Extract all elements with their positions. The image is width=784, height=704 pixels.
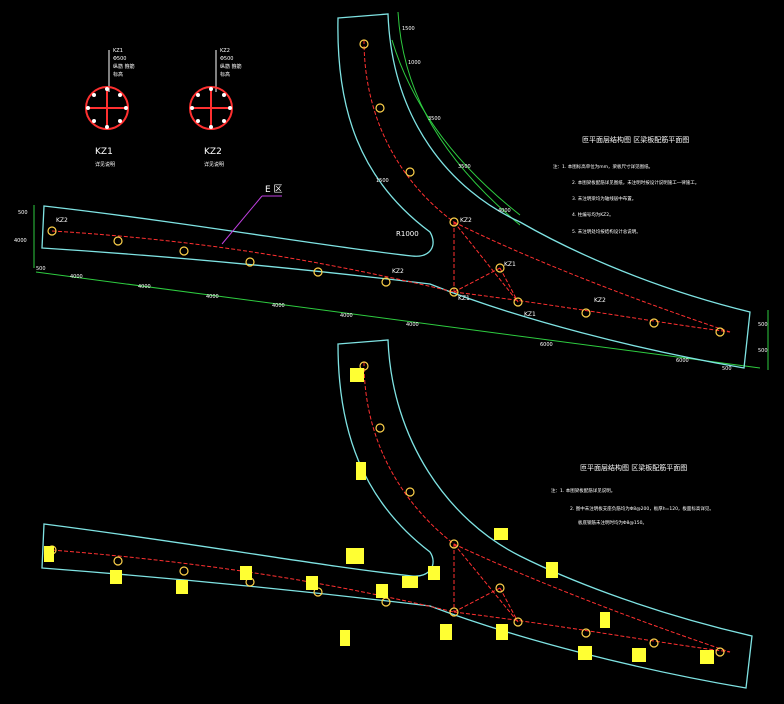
kz1-spec-2: Φ500	[113, 56, 126, 62]
top-dim-ramp-3: 3500	[458, 164, 471, 170]
top-plan-notes: 注：1. 本图标高单位为mm，梁板尺寸详见图纸。 2. 本图梁板配筋详见图纸，未…	[553, 163, 699, 235]
kz1-spec-1: KZ1	[113, 48, 123, 54]
kz2-label: KZ2	[204, 147, 222, 157]
top-note-1: 注：1. 本图标高单位为mm，梁板尺寸详见图纸。	[553, 163, 653, 170]
top-dim-b-1: 4000	[70, 274, 83, 280]
kz1-label: KZ1	[95, 147, 113, 157]
bottom-plan-notes: 注：1. 本图梁板配筋详见说明。 2. 图中未注明板支座负筋均为Φ8@200，板…	[551, 487, 714, 526]
top-note-2: 2. 本图梁板配筋详见图纸，未注明时按设计说明施工一律施工。	[572, 179, 699, 186]
top-slab-outline	[41, 13, 751, 369]
kz2-spec-2: Φ500	[220, 56, 233, 62]
kz1-spec-4: 标高	[113, 71, 123, 78]
top-dim-r-1: 500	[758, 348, 768, 354]
top-dim-b-6: 4000	[406, 322, 419, 328]
top-dim-ramp-1: 1000	[408, 60, 421, 66]
top-plan-beams	[51, 39, 731, 333]
top-dim-b-8: 6000	[676, 358, 689, 364]
bottom-plan: 匝平面层结构图 区梁板配筋平面图 注：1. 本图梁板配筋详见说明。 2. 图中未…	[41, 339, 753, 689]
bottom-note-3: 板底钢筋未注明时均为Φ8@150。	[578, 519, 647, 526]
top-col-tag-7: KZ2	[594, 297, 606, 304]
top-col-tag-1: KZ2	[56, 217, 68, 224]
top-bottom-dim-labels: 500 4000 4000 4000 4000 4000 4000 6000 6…	[14, 26, 768, 372]
kz2-caption: 详见说明	[204, 161, 224, 168]
bottom-note-1: 注：1. 本图梁板配筋详见说明。	[551, 487, 615, 494]
top-col-tag-6: KZ1	[524, 311, 536, 318]
bottom-plan-title: 匝平面层结构图 区梁板配筋平面图	[580, 463, 687, 472]
kz2-spec-3: 纵筋 箍筋	[220, 63, 242, 70]
top-dim-b-9: 500	[722, 366, 732, 372]
top-plan-title: 匝平面层结构图 区梁板配筋平面图	[582, 135, 689, 144]
top-col-tag-4: KZ1	[504, 261, 516, 268]
kz2-spec-1: KZ2	[220, 48, 230, 54]
zone-label: E 区	[265, 184, 283, 195]
top-dim-b-4: 4000	[272, 303, 285, 309]
kz2-spec-4: 标高	[220, 71, 230, 78]
top-col-tag-2: KZ2	[392, 268, 404, 275]
top-dim-ramp-5: 1500	[376, 178, 389, 184]
top-col-tag-3: KZ2	[460, 217, 472, 224]
bottom-plan-beams	[51, 361, 731, 653]
top-dim-ramp-2: 3500	[428, 116, 441, 122]
top-dim-l-1: 4000	[14, 238, 27, 244]
top-dim-b-2: 4000	[138, 284, 151, 290]
top-plan-dimensions	[33, 11, 769, 370]
bottom-note-2: 2. 图中未注明板支座负筋均为Φ8@200，板厚h=120，板面标高详见。	[570, 505, 714, 512]
top-dim-b-7: 6000	[540, 342, 553, 348]
top-plan: E 区 R1000 KZ2 KZ2 KZ2 KZ1 KZ1 KZ1 KZ2 50…	[14, 11, 769, 372]
top-dim-b-3: 4000	[206, 294, 219, 300]
top-dim-b-5: 4000	[340, 313, 353, 319]
kz1-spec-3: 纵筋 箍筋	[113, 63, 135, 70]
top-dim-ramp-4: 4000	[498, 208, 511, 214]
top-dim-r-0: 500	[758, 322, 768, 328]
column-detail-kz1: KZ1 Φ500 纵筋 箍筋 标高 KZ1 详见说明	[85, 48, 135, 168]
radius-label: R1000	[396, 230, 419, 238]
zone-leader	[221, 195, 263, 245]
top-dim-ramp-0: 1500	[402, 26, 415, 32]
top-note-5: 5. 未注明处均按结构设计总说明。	[572, 228, 641, 235]
top-dim-l-0: 500	[18, 210, 28, 216]
top-plan-columns	[47, 39, 725, 337]
top-note-3: 3. 未注明梁均为轴线居中布置。	[572, 195, 636, 202]
kz1-caption: 详见说明	[95, 161, 115, 168]
top-dim-b-0: 500	[36, 266, 46, 272]
top-col-tag-5: KZ1	[458, 295, 470, 302]
top-note-4: 4. 柱编号均为KZ2。	[572, 211, 614, 218]
bottom-plan-annotations	[44, 368, 714, 664]
column-detail-kz2: KZ2 Φ500 纵筋 箍筋 标高 KZ2 详见说明	[189, 48, 242, 168]
